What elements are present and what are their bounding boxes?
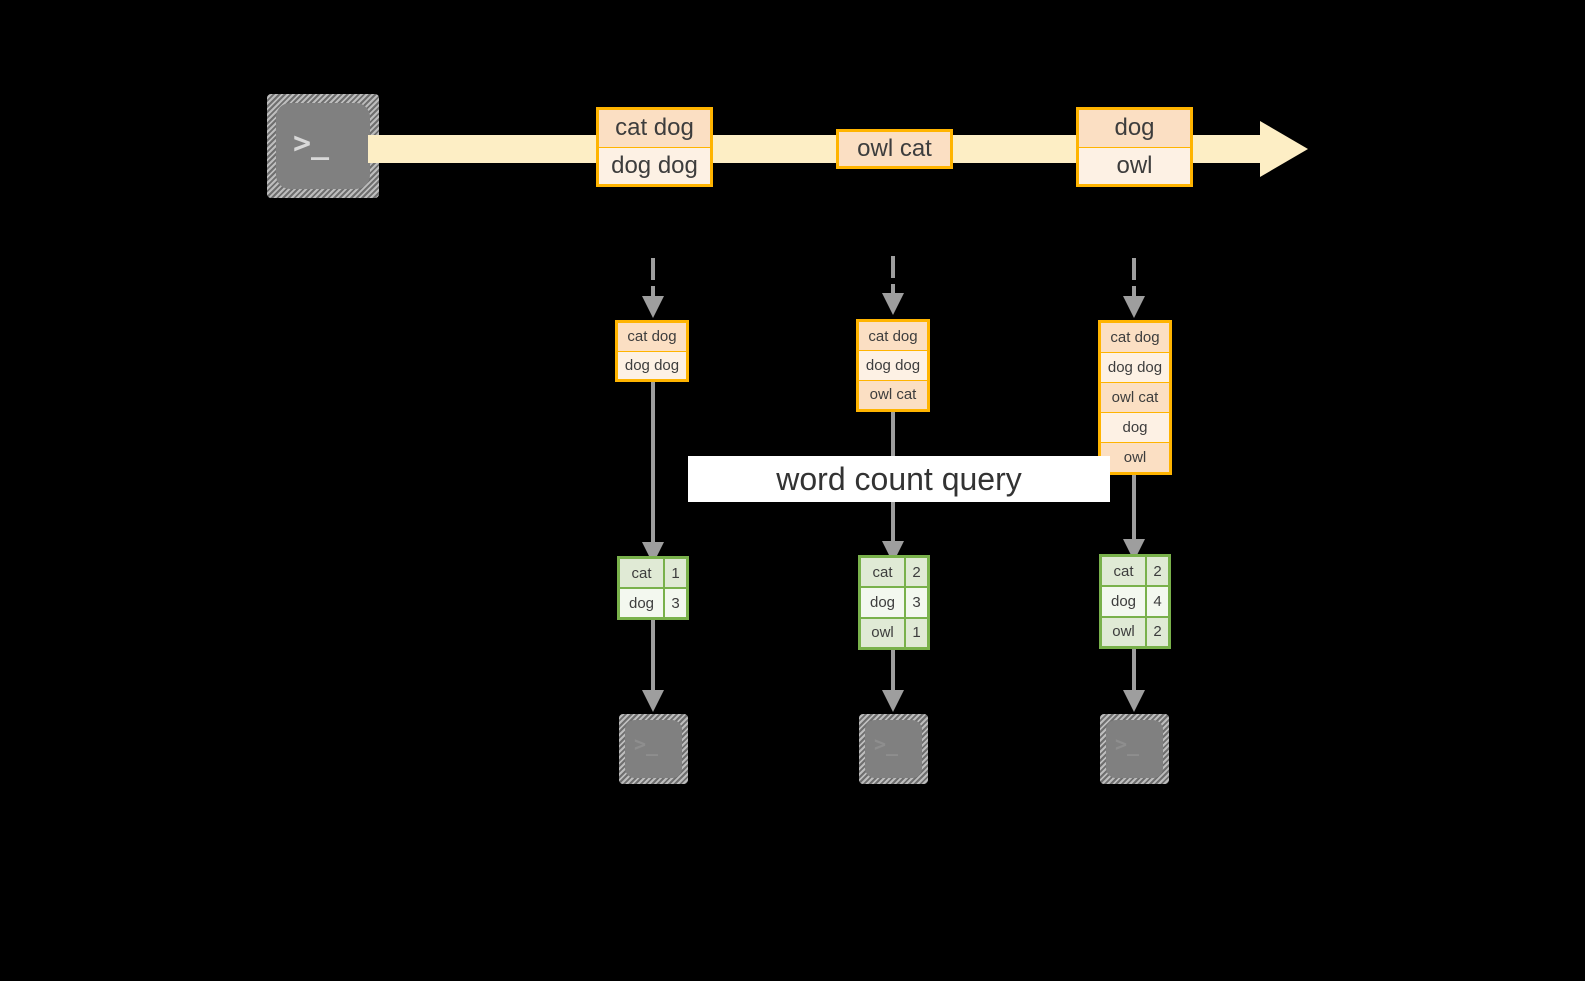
snapshot-row: dog [1101, 413, 1169, 443]
terminal-prompt-glyph: >_ [634, 732, 659, 756]
result-count: 2 [906, 558, 927, 587]
terminal-prompt-glyph: >_ [874, 732, 899, 756]
source-terminal-icon: >_ [267, 94, 379, 198]
sink-connector-2-arrowhead [882, 690, 904, 712]
stream-event-line: owl [1079, 147, 1190, 184]
sink-connector-1 [651, 620, 655, 700]
stream-event-line: dog dog [599, 147, 710, 184]
result-count: 3 [665, 589, 686, 617]
snapshot-3-dashed-connector [1132, 286, 1136, 300]
query-connector-3 [1132, 475, 1136, 557]
sink-connector-2 [891, 650, 895, 700]
snapshot-3-table: cat dog dog dog owl cat dog owl [1098, 320, 1172, 475]
result-row: cat 2 [861, 558, 927, 589]
result-row: dog 3 [861, 588, 927, 619]
result-word: owl [1102, 617, 1147, 646]
query-connector-1 [651, 382, 655, 557]
snapshot-1-dashed-connector [651, 258, 655, 280]
terminal-screen: >_ [865, 720, 922, 778]
sink-connector-1-arrowhead [642, 690, 664, 712]
snapshot-1-table: cat dog dog dog [615, 320, 689, 382]
result-word: dog [1102, 587, 1147, 616]
result-row: cat 2 [1102, 557, 1168, 588]
terminal-prompt-glyph: >_ [1115, 732, 1140, 756]
result-3-table: cat 2 dog 4 owl 2 [1099, 554, 1171, 649]
snapshot-1-dashed-connector [651, 286, 655, 300]
snapshot-row: dog dog [859, 351, 927, 381]
terminal-prompt-glyph: >_ [293, 126, 330, 161]
stream-event-line: cat dog [599, 110, 710, 148]
terminal-screen: >_ [625, 720, 682, 778]
result-count: 2 [1147, 557, 1168, 586]
result-count: 1 [906, 618, 927, 647]
terminal-screen: >_ [1106, 720, 1163, 778]
sink-terminal-3-icon: >_ [1100, 714, 1169, 784]
snapshot-row: dog dog [1101, 353, 1169, 383]
snapshot-row: owl cat [1101, 383, 1169, 413]
result-count: 3 [906, 588, 927, 617]
stream-event-2: owl cat [836, 129, 953, 169]
result-row: owl 1 [861, 618, 927, 647]
result-word: cat [620, 559, 665, 587]
snapshot-1-arrowhead [642, 296, 664, 318]
result-row: dog 4 [1102, 587, 1168, 618]
snapshot-3-arrowhead [1123, 296, 1145, 318]
result-count: 2 [1147, 617, 1168, 646]
result-row: owl 2 [1102, 617, 1168, 646]
event-stream-arrowhead [1260, 121, 1308, 177]
snapshot-row: dog dog [618, 351, 686, 379]
snapshot-2-dashed-connector [891, 284, 895, 296]
snapshot-row: cat dog [1101, 323, 1169, 353]
result-row: dog 3 [620, 589, 686, 617]
terminal-screen: >_ [276, 103, 370, 189]
snapshot-row: cat dog [618, 323, 686, 352]
stream-event-line: owl cat [839, 132, 950, 166]
result-2-table: cat 2 dog 3 owl 1 [858, 555, 930, 650]
stream-event-line: dog [1079, 110, 1190, 148]
sink-connector-3-arrowhead [1123, 690, 1145, 712]
snapshot-row: cat dog [859, 322, 927, 352]
result-word: owl [861, 618, 906, 647]
result-1-table: cat 1 dog 3 [617, 556, 689, 620]
snapshot-3-dashed-connector [1132, 258, 1136, 280]
snapshot-2-dashed-connector [891, 256, 895, 278]
snapshot-row: owl cat [859, 380, 927, 409]
stream-event-1: cat dog dog dog [596, 107, 713, 187]
result-word: cat [861, 558, 906, 587]
snapshot-2-arrowhead [882, 293, 904, 315]
result-count: 1 [665, 559, 686, 587]
result-count: 4 [1147, 587, 1168, 616]
result-row: cat 1 [620, 559, 686, 589]
query-label: word count query [688, 456, 1110, 502]
result-word: cat [1102, 557, 1147, 586]
snapshot-2-table: cat dog dog dog owl cat [856, 319, 930, 412]
result-word: dog [620, 589, 665, 617]
snapshot-row: owl [1101, 443, 1169, 472]
result-word: dog [861, 588, 906, 617]
sink-connector-3 [1132, 649, 1136, 700]
sink-terminal-1-icon: >_ [619, 714, 688, 784]
stream-event-3: dog owl [1076, 107, 1193, 187]
sink-terminal-2-icon: >_ [859, 714, 928, 784]
